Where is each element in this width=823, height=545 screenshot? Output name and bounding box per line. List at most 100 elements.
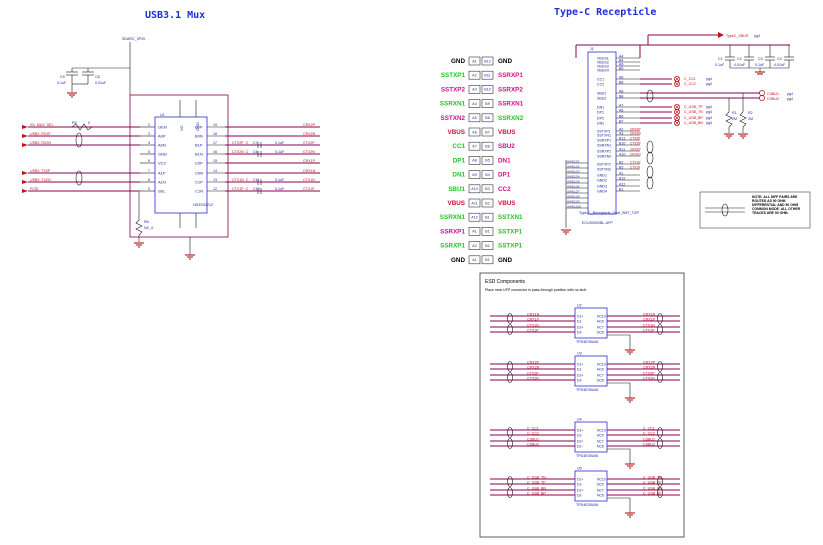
- pinout-pin-a: A12: [471, 216, 477, 220]
- typec-pin-name: VBUS2: [597, 60, 609, 64]
- typec-pin-name: DN2: [597, 121, 604, 125]
- pinout-left-label: GND: [451, 58, 465, 65]
- typec-pin-name: SSRXP2: [597, 149, 611, 153]
- sbu-out-2: CSBU2: [767, 97, 779, 101]
- typec-pins: A4VBUS1B4VBUS2A9VBUS3B9VBUS4A5CC1B5CC2A8…: [597, 45, 641, 193]
- mux-left-pin-name: VCC: [158, 161, 167, 166]
- esd-diff-pair-marker: [507, 324, 513, 335]
- pinout-pin-b: B2: [485, 244, 489, 248]
- pinout-left-label: SSRXN1: [440, 214, 466, 221]
- series-cap-ref: C10: [253, 187, 260, 191]
- typec-pin-name: SBU1: [597, 91, 606, 95]
- esd-pin-right-name: NC7: [597, 325, 604, 329]
- esd-pin-right-name: NC10: [597, 477, 606, 481]
- net-arrow: [22, 143, 28, 147]
- mux-left-pin-name: SEL: [158, 189, 166, 194]
- ferrite-bead-cross: [674, 115, 680, 121]
- esd-right-net: CRX1P: [643, 317, 656, 321]
- esd-diff-pair-marker: [657, 438, 663, 449]
- esd-right-net: CTX1P: [643, 328, 655, 332]
- pinout-pin-box: [481, 85, 494, 94]
- svg-text:GND: GND: [195, 122, 200, 131]
- typec-right-net-label: C_USB_TN: [684, 110, 703, 114]
- esd-pin-right-name: NC6: [597, 444, 604, 448]
- esd-chip-ref: U3: [577, 352, 582, 356]
- mux-cap2-ref: C8: [95, 75, 100, 79]
- ferrite-bead-icon: [674, 81, 680, 87]
- pinout-pin-box: [468, 85, 481, 94]
- typec-shield-name: SHIELD10: [567, 205, 582, 209]
- esd-right-net: CTX1N: [643, 323, 655, 327]
- pinout-pin-box: [468, 227, 481, 236]
- svg-text:NC: NC: [179, 125, 184, 131]
- esd-section: ESD Components Place near UFP connector …: [479, 272, 685, 538]
- pinout-pin-a: A6: [472, 130, 476, 134]
- typec-pin-name: VBUS3: [597, 64, 609, 68]
- ground-symbol: [625, 349, 635, 355]
- mux-left-pin-num: 5: [148, 150, 150, 154]
- pinout-right-label: CC2: [498, 186, 511, 193]
- pinout-pin-a: A3: [472, 88, 476, 92]
- pinout-pin-box: [481, 184, 494, 194]
- esd-pin-right-name: NC10: [597, 428, 606, 432]
- mux-right-pin-name: B1N: [195, 152, 203, 157]
- pinout-left-label: DP1: [453, 157, 466, 164]
- mux-right-pin-name: C0P: [195, 161, 203, 166]
- typec-pin-name: SSTXN1: [597, 133, 611, 137]
- pinout-left-label: SSRXP1: [440, 243, 465, 250]
- esd-left-net: CSBU1: [527, 437, 539, 441]
- vbus-net-label: TypeC_VBUS: [726, 34, 749, 38]
- esd-pin-right-name: NC7: [597, 373, 604, 377]
- typec-right-net-page: pg4: [706, 77, 712, 81]
- esd-diff-pair-marker: [507, 361, 513, 372]
- typec-right-net-label: C_CC1: [684, 77, 696, 81]
- pinout-left-label: SSTXP1: [441, 72, 466, 79]
- pinout-pin-a: A1: [472, 59, 476, 63]
- ground-symbol: [755, 71, 765, 75]
- pinout-pin-a: A9: [472, 173, 476, 177]
- mux-right-net-label: CTX2P: [303, 141, 315, 145]
- esd-left-net: C_CC1: [527, 426, 539, 430]
- typec-pin-name: DP1: [597, 110, 604, 114]
- pinout-left-label: GND: [451, 257, 465, 264]
- esd-pin-right-name: NC6: [597, 378, 604, 382]
- typec-pin-name: SSRXN1: [597, 143, 611, 147]
- pinout-pin-a: A8: [472, 159, 476, 163]
- mux-right-pin-num: 18: [213, 132, 217, 136]
- esd-frame: [479, 272, 685, 538]
- typec-pin-num: B4: [619, 59, 623, 63]
- esd-left-net: CRX1P: [527, 317, 540, 321]
- pinout-left-label: SSRXP1: [440, 228, 465, 235]
- pinout-pin-box: [481, 141, 494, 151]
- mux-right-net-label: CRX1P: [303, 159, 316, 163]
- esd-pin-left-name: D1-: [577, 319, 582, 323]
- typec-title: Type-C Recepticle: [554, 6, 656, 18]
- mux-right-net-label: CTX1N: [303, 178, 315, 182]
- typec-cap-ref: C2: [737, 57, 742, 61]
- esd-right-net: CRX2N: [643, 365, 656, 369]
- series-cap-net: CTX2N_C: [232, 150, 249, 154]
- typec-pin-num: B11: [619, 137, 625, 141]
- pinout-right-label: DP1: [498, 172, 511, 179]
- typec-diff-net-label: CRX2P: [630, 128, 641, 132]
- pinout-right-label: SSTXP1: [498, 228, 523, 235]
- mux-right-net-label: CRX2N: [303, 132, 316, 136]
- mux-left-net-label: USB3_RX2N: [30, 141, 51, 145]
- ground-symbol: [134, 242, 144, 248]
- typec-pin-name: SSTXP1: [597, 129, 611, 133]
- pinout-pin-box: [481, 56, 494, 66]
- mux-cap1-value: 0.1uF: [57, 81, 67, 85]
- typec-right-net-page: pg4: [706, 105, 712, 109]
- pinout-pin-box: [481, 156, 494, 165]
- series-cap-value: 0.1uF: [275, 187, 285, 191]
- pinout-left-label: SSTXP2: [441, 86, 466, 93]
- typec-section: TypeC_VBUS pg4 C10.1uFC20.01uFC30.1uFC40…: [561, 32, 811, 235]
- esd-pin-left-name: D2-: [577, 378, 582, 382]
- esd-pin-right-name: NC9: [597, 367, 604, 371]
- ground-symbol: [67, 92, 77, 98]
- typec-diff-net-label: CTX1N: [630, 161, 641, 165]
- net-arrow: [22, 171, 28, 175]
- esd-diff-pair-marker: [507, 476, 513, 487]
